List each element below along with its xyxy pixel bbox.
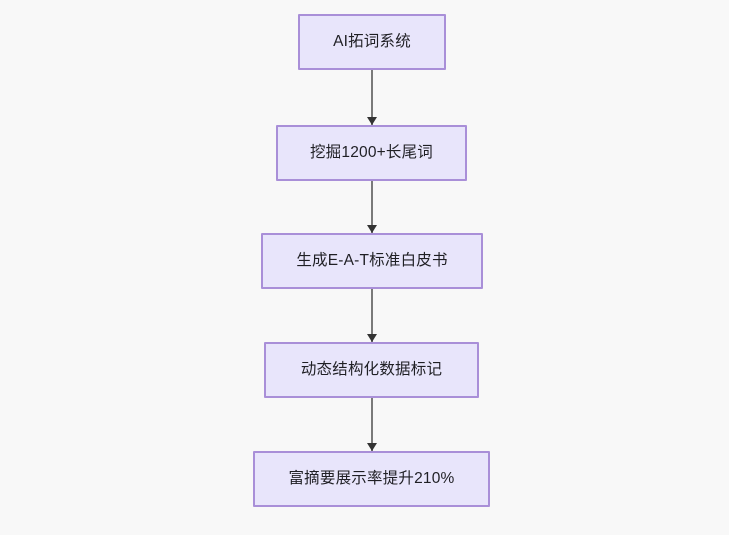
flow-node-label: 富摘要展示率提升210% — [288, 469, 455, 487]
flow-node-ai-keyword-system[interactable]: AI拓词系统 — [298, 14, 446, 70]
flow-node-label: 生成E-A-T标准白皮书 — [296, 251, 448, 269]
edge-line — [371, 289, 373, 342]
edge-line — [371, 398, 373, 451]
flow-node-label: 动态结构化数据标记 — [300, 360, 443, 378]
arrow-head-icon — [367, 443, 377, 451]
flow-node-label: 挖掘1200+长尾词 — [309, 143, 434, 161]
flow-node-mine-longtail-keywords[interactable]: 挖掘1200+长尾词 — [276, 125, 467, 181]
flow-node-generate-eat-whitepaper[interactable]: 生成E-A-T标准白皮书 — [261, 233, 483, 289]
flow-node-rich-snippet-impression-lift[interactable]: 富摘要展示率提升210% — [253, 451, 490, 507]
flow-node-dynamic-structured-data-markup[interactable]: 动态结构化数据标记 — [264, 342, 479, 398]
edge-line — [371, 181, 373, 233]
arrow-head-icon — [367, 117, 377, 125]
edge-line — [371, 70, 373, 125]
edge-n1-n2 — [367, 70, 377, 125]
edge-n3-n4 — [367, 289, 377, 342]
flow-node-label: AI拓词系统 — [333, 32, 411, 50]
arrow-head-icon — [367, 225, 377, 233]
edge-n4-n5 — [367, 398, 377, 451]
edge-n2-n3 — [367, 181, 377, 233]
arrow-head-icon — [367, 334, 377, 342]
